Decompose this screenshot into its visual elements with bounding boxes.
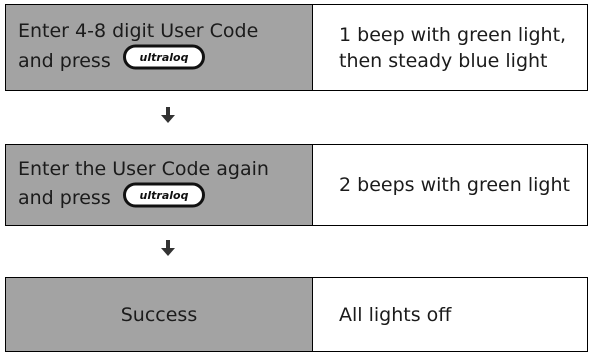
step-3: Success All lights off xyxy=(5,277,588,352)
step-2-action: Enter the User Code again and press ultr… xyxy=(6,145,313,225)
step-2-action-line-2-text: and press xyxy=(18,187,111,209)
key-label: ultraloq xyxy=(139,189,188,202)
step-3-result: All lights off xyxy=(313,278,587,351)
step-2: Enter the User Code again and press ultr… xyxy=(5,144,588,226)
ultraloq-key-icon: ultraloq xyxy=(122,182,205,215)
step-1-action-line-2-text: and press xyxy=(18,49,111,72)
step-3-result-line-1: All lights off xyxy=(339,303,452,326)
step-2-result-line-1: 2 beeps with green light xyxy=(339,174,570,196)
step-1-result: 1 beep with green light, then steady blu… xyxy=(313,5,587,90)
step-1-result-line-2: then steady blue light xyxy=(339,49,548,72)
step-2-result: 2 beeps with green light xyxy=(313,145,587,225)
arrow-down-icon xyxy=(161,240,175,256)
arrow-down-icon xyxy=(161,107,175,123)
step-3-action-line-1: Success xyxy=(120,303,198,326)
ultraloq-key-icon: ultraloq xyxy=(122,44,205,77)
step-1-action: Enter 4-8 digit User Code and press ultr… xyxy=(6,5,313,90)
step-1-action-line-2: and press ultraloq xyxy=(18,44,300,77)
step-1-action-line-1: Enter 4-8 digit User Code xyxy=(18,20,259,42)
step-1: Enter 4-8 digit User Code and press ultr… xyxy=(5,4,588,91)
key-label: ultraloq xyxy=(139,51,188,64)
step-2-action-line-2: and press ultraloq xyxy=(18,182,300,215)
step-3-action: Success xyxy=(6,278,313,351)
step-2-action-line-1: Enter the User Code again xyxy=(18,157,269,180)
step-1-result-line-1: 1 beep with green light, xyxy=(339,23,567,46)
